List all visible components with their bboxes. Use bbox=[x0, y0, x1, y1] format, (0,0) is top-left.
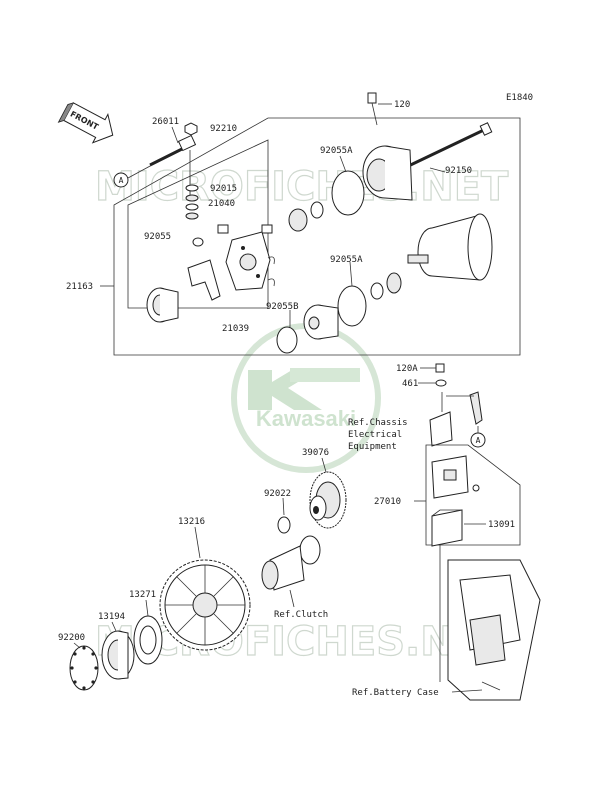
starter-idle-gear-39076 bbox=[309, 471, 347, 529]
washer-92022 bbox=[277, 516, 291, 534]
starter-clutch-gear-13216 bbox=[159, 559, 251, 651]
bearing-upper bbox=[288, 208, 308, 232]
label-13091: 13091 bbox=[488, 520, 515, 530]
ref-chassis-line1: Ref.Chassis bbox=[348, 418, 408, 428]
o-ring-92055 bbox=[192, 237, 204, 247]
nut-92210 bbox=[184, 122, 198, 136]
washer-upper bbox=[310, 201, 324, 219]
relay-group-frame bbox=[425, 444, 521, 546]
plate-13271 bbox=[133, 615, 163, 665]
label-92150: 92150 bbox=[445, 166, 472, 176]
label-92055a-top: 92055A bbox=[320, 146, 353, 156]
long-bolt-92150 bbox=[399, 122, 493, 172]
ref-battery-case: Ref.Battery Case bbox=[352, 688, 439, 698]
terminal-26011 bbox=[149, 134, 197, 200]
brush-21040 bbox=[217, 224, 229, 234]
brush-bracket bbox=[187, 259, 221, 301]
starter-motor-body bbox=[407, 213, 493, 281]
ref-a-circle-left bbox=[113, 172, 129, 188]
label-92210: 92210 bbox=[210, 124, 237, 134]
watermark-brand: Kawasaki bbox=[256, 406, 356, 431]
label-21163: 21163 bbox=[66, 282, 93, 292]
label-92200: 92200 bbox=[58, 633, 85, 643]
ref-clutch: Ref.Clutch bbox=[274, 610, 328, 620]
end-cover bbox=[362, 145, 413, 201]
bolt-120 bbox=[367, 92, 378, 126]
starter-group-frame bbox=[113, 117, 521, 356]
brush-holder-plate bbox=[225, 231, 275, 291]
starter-subgroup-frame bbox=[127, 139, 269, 309]
battery-case bbox=[439, 545, 541, 701]
label-120: 120 bbox=[394, 100, 410, 110]
ref-a-right: A bbox=[476, 436, 481, 445]
label-13216: 13216 bbox=[178, 517, 205, 527]
label-92055: 92055 bbox=[144, 232, 171, 242]
label-92055b: 92055B bbox=[266, 302, 299, 312]
starter-relay bbox=[431, 455, 480, 499]
label-13194: 13194 bbox=[98, 612, 125, 622]
washer-461 bbox=[435, 379, 447, 387]
o-ring-92055a-top bbox=[331, 170, 365, 216]
label-27010: 27010 bbox=[374, 497, 401, 507]
label-39076: 39076 bbox=[302, 448, 329, 458]
bolt-ring-92200 bbox=[69, 645, 99, 691]
label-92055a-mid: 92055A bbox=[330, 255, 363, 265]
ref-chassis-line2: Electrical bbox=[348, 430, 402, 440]
o-ring-92055b bbox=[276, 326, 298, 354]
relay-cover-13091 bbox=[431, 509, 463, 547]
label-120a: 120A bbox=[396, 364, 418, 374]
label-92015: 92015 bbox=[210, 184, 237, 194]
bearing-mid bbox=[386, 272, 402, 294]
clutch-shaft-parts bbox=[261, 535, 321, 591]
front-arrow-icon: FRONT bbox=[57, 102, 114, 144]
front-cover bbox=[303, 304, 339, 340]
label-21040: 21040 bbox=[208, 199, 235, 209]
ref-a-left: A bbox=[119, 176, 124, 185]
label-26011: 26011 bbox=[152, 117, 179, 127]
label-92022: 92022 bbox=[264, 489, 291, 499]
bolt-120a bbox=[435, 363, 445, 373]
watermark-top: MICROFICHES.NET bbox=[95, 164, 509, 210]
one-way-clutch-13194 bbox=[101, 630, 135, 680]
washer-mid bbox=[370, 282, 384, 300]
label-461: 461 bbox=[402, 379, 418, 389]
bearing-ring bbox=[146, 287, 179, 323]
label-21039: 21039 bbox=[222, 324, 249, 334]
diagram-code: E1840 bbox=[506, 93, 533, 103]
kawasaki-logo-watermark: Kawasaki bbox=[231, 323, 381, 473]
relay-bracket bbox=[429, 391, 483, 447]
ref-chassis-line3: Equipment bbox=[348, 442, 397, 452]
label-13271: 13271 bbox=[129, 590, 156, 600]
washer-stack-92015 bbox=[185, 184, 199, 220]
o-ring-92055a-mid bbox=[337, 285, 367, 327]
watermark-bottom: MICROFICHES.NET bbox=[95, 619, 509, 665]
